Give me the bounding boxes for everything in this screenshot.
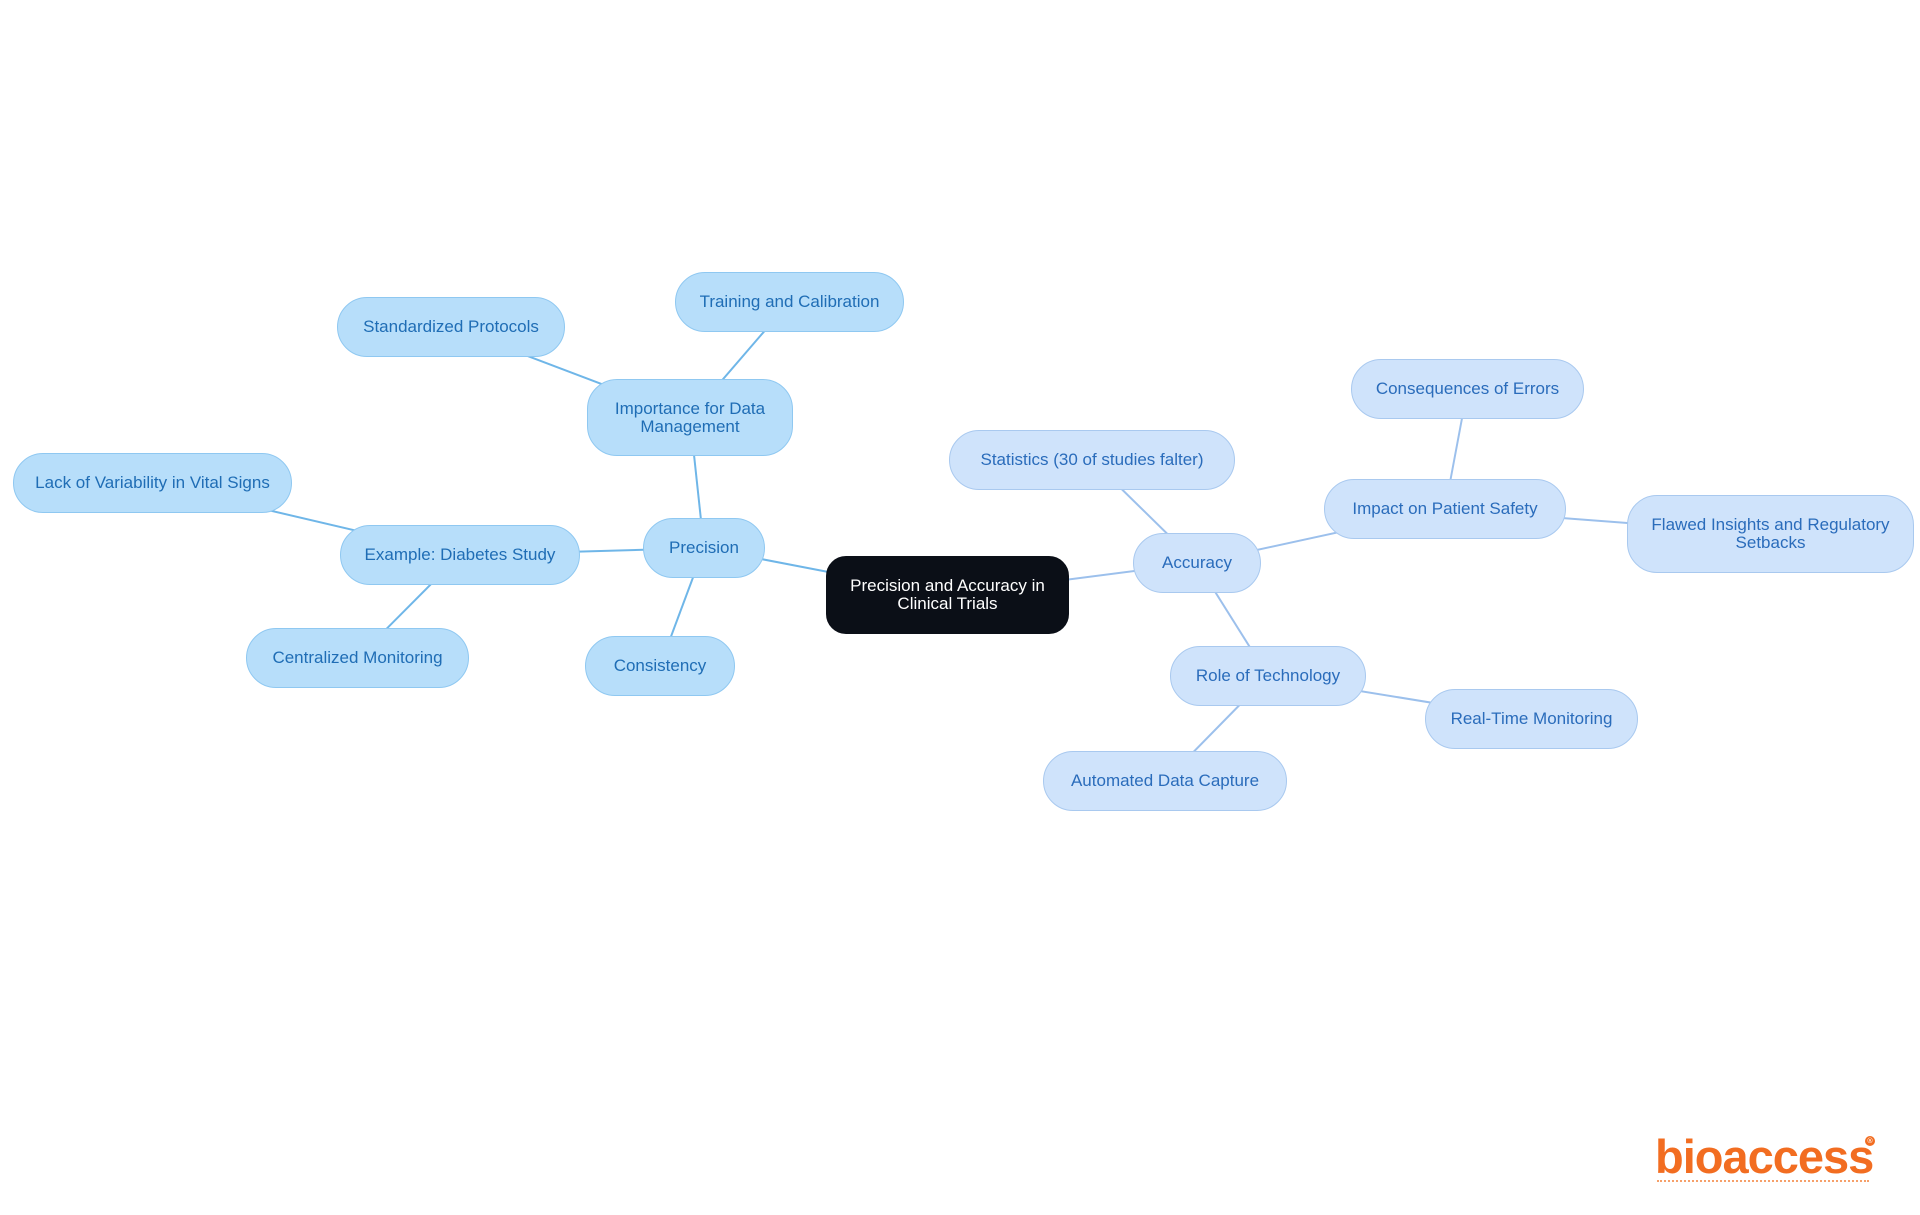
node-statistics[interactable]: Statistics (30 of studies falter)	[949, 430, 1235, 490]
node-standardized-protocols[interactable]: Standardized Protocols	[337, 297, 565, 357]
root-node[interactable]: Precision and Accuracy in Clinical Trial…	[826, 556, 1069, 634]
logo-wordmark: bioaccess	[1655, 1130, 1874, 1183]
node-consistency[interactable]: Consistency	[585, 636, 735, 696]
node-lack-of-variability[interactable]: Lack of Variability in Vital Signs	[13, 453, 292, 513]
node-role-of-technology[interactable]: Role of Technology	[1170, 646, 1366, 706]
node-automated-data-capture[interactable]: Automated Data Capture	[1043, 751, 1287, 811]
node-centralized-monitoring[interactable]: Centralized Monitoring	[246, 628, 469, 688]
node-importance-for-data-management[interactable]: Importance for Data Management	[587, 379, 793, 456]
bioaccess-logo: bioaccess ®	[1655, 1132, 1877, 1188]
node-accuracy[interactable]: Accuracy	[1133, 533, 1261, 593]
node-training-and-calibration[interactable]: Training and Calibration	[675, 272, 904, 332]
node-flawed-insights[interactable]: Flawed Insights and Regulatory Setbacks	[1627, 495, 1914, 573]
node-impact-on-patient-safety[interactable]: Impact on Patient Safety	[1324, 479, 1566, 539]
logo-tagline	[1657, 1180, 1869, 1185]
registered-mark-icon: ®	[1865, 1136, 1875, 1146]
node-real-time-monitoring[interactable]: Real-Time Monitoring	[1425, 689, 1638, 749]
node-precision[interactable]: Precision	[643, 518, 765, 578]
node-example-diabetes-study[interactable]: Example: Diabetes Study	[340, 525, 580, 585]
node-consequences-of-errors[interactable]: Consequences of Errors	[1351, 359, 1584, 419]
